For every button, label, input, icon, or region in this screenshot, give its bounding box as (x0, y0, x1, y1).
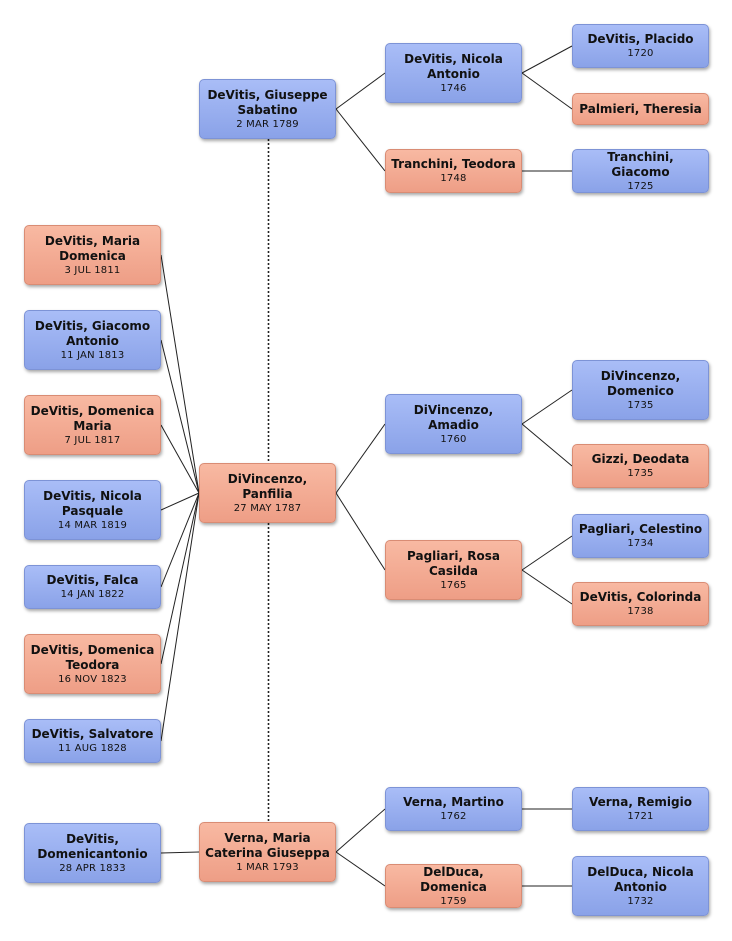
person-date: 1735 (627, 399, 654, 411)
parent-link-domenicantonio-maria_caterina (160, 851, 200, 854)
person-date: 28 APR 1833 (59, 862, 126, 874)
person-date: 1720 (627, 48, 654, 59)
person-name: DeVitis, Placido (587, 32, 694, 46)
person-date: 11 JAN 1813 (60, 349, 125, 361)
parent-link-maria_caterina-domenica_dd (335, 851, 386, 887)
person-box-teodora-t[interactable]: Tranchini, Teodora 1748 (385, 149, 522, 193)
person-date: 1760 (440, 433, 467, 445)
person-name: DiVincenzo, Domenico (600, 368, 681, 398)
person-name: Pagliari, Celestino (578, 522, 703, 536)
person-date: 1734 (627, 538, 654, 549)
person-date: 1721 (627, 811, 654, 822)
person-box-celestino[interactable]: Pagliari, Celestino 1734 (572, 514, 709, 558)
person-date: 11 AUG 1828 (58, 743, 127, 754)
parent-link-giuseppe-teodora_t (335, 108, 386, 172)
person-name: Verna, Martino (403, 795, 504, 809)
person-date: 1762 (440, 811, 467, 822)
person-name: Tranchini, Teodora (391, 157, 516, 171)
person-date: 1765 (440, 579, 467, 591)
parent-link-rosa-colorinda (521, 569, 573, 605)
person-date: 1735 (627, 468, 654, 479)
person-date: 1759 (440, 895, 467, 907)
person-box-deodata[interactable]: Gizzi, Deodata 1735 (572, 444, 709, 488)
parent-link-salvatore-panfilia (160, 492, 200, 742)
person-name: DeVitis, Colorinda (579, 590, 702, 604)
person-date: 14 JAN 1822 (60, 589, 125, 600)
person-name: DelDuca, Nicola Antonio (587, 864, 694, 894)
parent-link-giuseppe-nicola_antonio (335, 72, 386, 110)
person-name: Palmieri, Theresia (579, 101, 702, 116)
person-name: Pagliari, Rosa Casilda (407, 548, 500, 578)
parent-link-nicola_antonio-theresia (521, 72, 573, 110)
person-name: DeVitis, Nicola Antonio (404, 51, 503, 81)
parent-link-amadio-domenico_d (521, 389, 573, 425)
person-name: Gizzi, Deodata (591, 452, 690, 466)
person-date: 3 JUL 1811 (64, 264, 121, 276)
person-date: 1732 (627, 895, 654, 907)
parent-link-rosa-celestino (521, 535, 573, 571)
person-name: DeVitis, Nicola Pasquale (43, 488, 142, 518)
person-date: 1738 (627, 606, 654, 617)
person-box-colorinda[interactable]: DeVitis, Colorinda 1738 (572, 582, 709, 626)
person-date: 2 MAR 1789 (236, 118, 299, 130)
person-box-martino[interactable]: Verna, Martino 1762 (385, 787, 522, 831)
person-name: Verna, Maria Caterina Giuseppa (205, 830, 330, 860)
person-name: DeVitis, Domenica Teodora (30, 642, 155, 672)
person-name: DelDuca, Domenica (420, 864, 487, 894)
parent-link-falca-panfilia (160, 492, 200, 588)
parent-link-amadio-deodata (521, 423, 573, 467)
person-name: Verna, Remigio (588, 795, 692, 809)
person-name: DeVitis, Falca (46, 573, 139, 587)
parent-link-maria_domenica-panfilia (160, 254, 200, 494)
person-date: 16 NOV 1823 (58, 673, 127, 685)
parent-link-maria_caterina-martino (335, 808, 386, 853)
person-box-theresia[interactable]: Palmieri, Theresia (572, 93, 709, 125)
parent-link-domenica_maria-panfilia (160, 424, 200, 494)
parent-link-domenica_teodora-panfilia (160, 492, 200, 665)
person-box-placido[interactable]: DeVitis, Placido 1720 (572, 24, 709, 68)
person-box-falca[interactable]: DeVitis, Falca 14 JAN 1822 (24, 565, 161, 609)
person-date: 1746 (440, 82, 467, 94)
person-name: DiVincenzo, Panfilia (227, 471, 308, 501)
person-name: DiVincenzo, Amadio (413, 402, 494, 432)
person-name: DeVitis, Giuseppe Sabatino (207, 87, 328, 117)
person-name: DeVitis, Giacomo Antonio (34, 318, 151, 348)
person-name: DeVitis, Maria Domenica (44, 233, 141, 263)
person-date: 1748 (440, 173, 467, 184)
person-box-salvatore[interactable]: DeVitis, Salvatore 11 AUG 1828 (24, 719, 161, 763)
person-name: Tranchini, Giacomo (607, 149, 674, 179)
parent-link-panfilia-rosa (335, 492, 386, 571)
parent-link-giacomo_antonio-panfilia (160, 339, 200, 494)
person-name: DeVitis, Domenica Maria (30, 403, 155, 433)
person-date: 1725 (627, 180, 654, 192)
parent-link-panfilia-amadio (335, 423, 386, 494)
person-name: DeVitis, Domenicantonio (37, 831, 148, 861)
parent-link-nicola_antonio-placido (521, 45, 573, 74)
parent-link-nicola_pasquale-panfilia (160, 492, 200, 511)
person-name: DeVitis, Salvatore (31, 727, 154, 741)
person-date: 14 MAR 1819 (57, 519, 128, 531)
person-date: 1 MAR 1793 (236, 861, 299, 873)
person-box-remigio[interactable]: Verna, Remigio 1721 (572, 787, 709, 831)
person-date: 7 JUL 1817 (64, 434, 121, 446)
person-date: 27 MAY 1787 (233, 502, 302, 514)
